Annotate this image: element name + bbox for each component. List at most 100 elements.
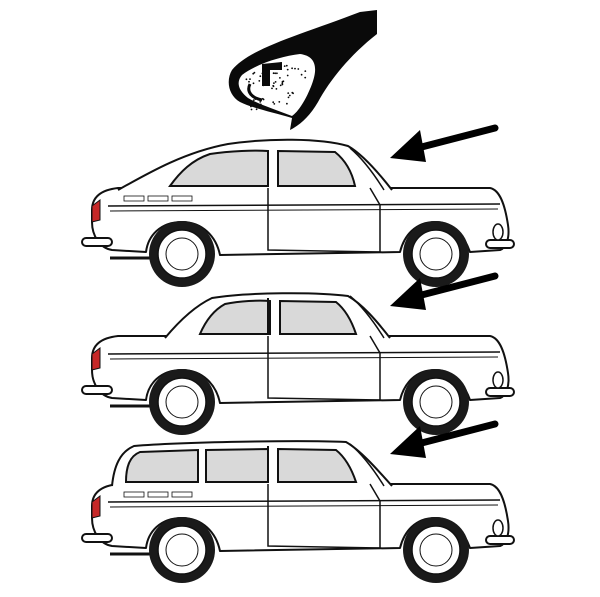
seal-foam-dot [304,70,307,72]
rubber-seal-cross-section-icon [228,10,377,130]
trim-line [107,203,501,207]
tail-light [91,199,101,223]
seal-foam-dot [281,83,284,86]
hubcap-ring [419,237,453,271]
hubcap [411,377,461,427]
seal-foam-dot [250,105,252,108]
seal-foam-dot [279,77,281,79]
rear-bumper [81,237,113,247]
hubcap [411,229,461,279]
seal-foam-dot [258,80,261,82]
arrow-shaft [406,272,499,302]
trim-line [107,499,501,503]
window-1 [198,299,271,335]
seal-foam-dot [272,72,275,75]
notchback-car-icon [81,272,515,435]
seal-foam-dot [250,62,253,64]
arrow-left-icon [390,124,499,162]
squareback-car-icon [81,420,515,583]
trim-line-lower [109,504,499,508]
seal-foam-dot [288,94,291,97]
arrow-left-icon [390,272,499,310]
hubcap-ring [165,237,199,271]
seal-lip-channel [262,62,282,86]
seal-foam-dot [294,67,296,70]
rear-bumper [81,385,113,395]
window-2 [205,447,269,483]
front-bumper [485,535,515,545]
seal-foam-dot [261,97,264,100]
seal-foam-texture [245,61,307,111]
wheel [403,517,469,583]
wheel [149,221,215,287]
seal-foam-dot [286,102,288,105]
wheel [149,369,215,435]
seal-foam-dot [304,76,307,79]
seal-foam-dot [274,72,277,75]
hubcap-ring [165,533,199,567]
door [267,483,381,549]
seal-foam-dot [273,82,275,84]
windshield [349,295,385,339]
wheel [403,369,469,435]
seal-foam-dot [273,65,275,68]
seal-foam-core [238,54,316,116]
hubcap-ring [165,385,199,419]
car-roof [164,292,391,339]
arrow-shaft [406,420,499,450]
seal-foam-dot [261,107,264,109]
seal-foam-dot [266,77,269,80]
hubcap-ring [419,533,453,567]
seal-foam-dot [271,87,273,90]
front-bumper [485,387,515,397]
seal-foam-dot [252,72,255,75]
wheel [403,221,469,287]
headlight [492,371,504,389]
seal-foam-dot [287,96,290,99]
seal-foam-dot [281,82,284,85]
tail-light [91,347,101,371]
seal-foam-dot [246,68,249,71]
seal-foam-dot [252,99,255,101]
seal-foam-dot [291,67,293,70]
seal-foam-dot [276,72,278,75]
seal-foam-dot [259,75,262,78]
trim-line-lower [109,208,499,212]
hubcap [411,525,461,575]
seal-foam-dot [254,98,257,100]
front-bumper [485,239,515,249]
hubcap [157,377,207,427]
seal-foam-dot [259,103,262,106]
seal-inner-groove [247,83,263,102]
seal-foam-dot [273,103,276,105]
door [267,187,381,253]
seal-foam-dot [265,78,267,81]
seal-foam-dot [286,68,289,71]
door [267,335,381,401]
seal-foam-dot [283,65,286,67]
seal-foam-dot [272,84,275,87]
arrow-left-icon [390,420,499,458]
seal-foam-dot [285,64,288,67]
seal-foam-dot [272,101,275,104]
seal-foam-dot [252,82,255,85]
trim-line [107,351,501,355]
seal-foam-dot [259,101,262,103]
seal-foam-dot [291,91,294,94]
seal-foam-dot [274,81,277,83]
seal-foam-dot [261,72,264,75]
tail-light [91,495,101,519]
seal-foam-dot [262,84,265,87]
seal-foam-dot [248,80,250,83]
seal-foam-dot [275,88,278,90]
window-2 [277,149,357,187]
seal-foam-dot [255,62,258,65]
seal-foam-dot [255,108,258,111]
windshield [349,443,385,487]
window-2 [279,299,358,335]
vent-grille [123,491,145,498]
headlight [492,519,504,537]
seal-foam-dot [250,103,252,106]
